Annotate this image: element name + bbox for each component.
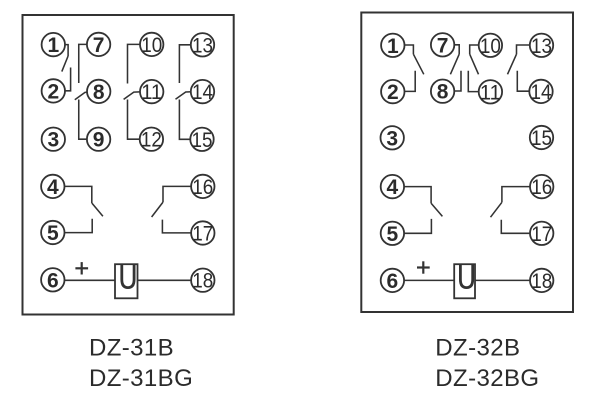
svg-text:DZ-32BG: DZ-32BG (435, 365, 539, 392)
svg-text:6: 6 (387, 270, 399, 293)
svg-text:5: 5 (387, 223, 399, 246)
svg-text:DZ-32B: DZ-32B (435, 335, 520, 362)
svg-text:14: 14 (531, 81, 552, 104)
svg-text:4: 4 (387, 176, 399, 199)
svg-text:16: 16 (531, 176, 552, 199)
svg-text:6: 6 (47, 269, 59, 292)
svg-text:12: 12 (141, 129, 162, 152)
svg-text:1: 1 (47, 34, 59, 57)
svg-text:2: 2 (47, 80, 59, 103)
svg-text:DZ-31B: DZ-31B (89, 335, 174, 362)
svg-text:17: 17 (531, 223, 552, 246)
svg-text:14: 14 (192, 81, 213, 104)
svg-text:18: 18 (192, 270, 213, 293)
svg-text:5: 5 (47, 222, 59, 245)
svg-text:DZ-31BG: DZ-31BG (89, 365, 193, 392)
svg-text:15: 15 (531, 127, 552, 150)
svg-text:15: 15 (192, 129, 213, 152)
svg-text:11: 11 (141, 81, 162, 104)
svg-text:4: 4 (47, 176, 59, 199)
svg-text:2: 2 (387, 81, 399, 104)
svg-text:10: 10 (141, 34, 162, 57)
svg-text:1: 1 (387, 35, 399, 58)
svg-text:7: 7 (93, 34, 105, 57)
svg-text:16: 16 (192, 176, 213, 199)
svg-text:9: 9 (93, 129, 105, 152)
svg-text:13: 13 (192, 34, 213, 57)
svg-text:10: 10 (480, 35, 501, 58)
svg-text:8: 8 (437, 81, 449, 104)
svg-text:11: 11 (480, 81, 501, 104)
svg-text:3: 3 (386, 127, 398, 150)
svg-text:7: 7 (437, 34, 449, 57)
svg-text:13: 13 (531, 35, 552, 58)
svg-text:3: 3 (47, 129, 59, 152)
svg-text:17: 17 (192, 223, 213, 246)
svg-text:18: 18 (531, 270, 552, 293)
svg-text:8: 8 (93, 81, 105, 104)
